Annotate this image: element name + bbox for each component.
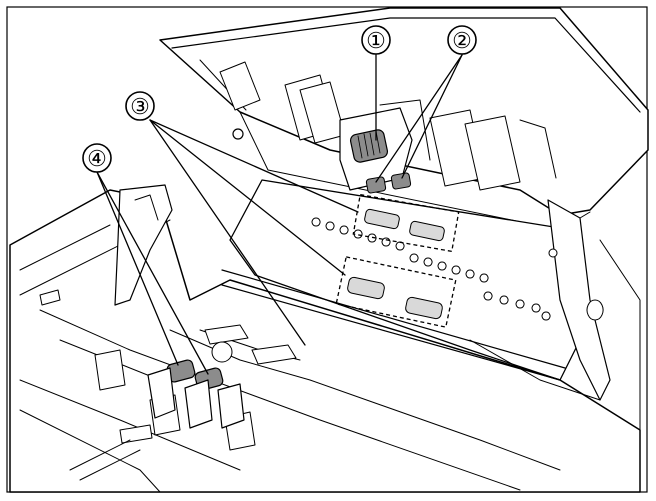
brake-rollers <box>147 359 245 429</box>
callout-4: ④ <box>82 143 112 173</box>
hinge-screw <box>232 128 244 140</box>
callout-4-label: ④ <box>87 146 107 171</box>
callout-2-label: ② <box>452 28 472 53</box>
callout-3-label: ③ <box>130 94 150 119</box>
separation-rollers <box>365 172 412 194</box>
feed-roller <box>349 129 389 163</box>
dashed-box-middle <box>335 256 457 328</box>
callout-2: ② <box>447 25 477 55</box>
leader-3b <box>149 119 346 276</box>
callout-1-label: ① <box>366 28 386 53</box>
leader-lines <box>96 54 463 375</box>
lower-body <box>9 184 641 493</box>
callout-3: ③ <box>125 91 155 121</box>
leader-2b <box>401 54 463 179</box>
separation-roller-right <box>390 172 412 190</box>
separation-roller-left <box>365 176 387 194</box>
bracket-screw <box>548 248 558 258</box>
ring-cutout <box>211 341 233 363</box>
leader-4b <box>96 171 209 375</box>
pad-middle-left <box>347 276 385 300</box>
back-plate <box>229 179 641 481</box>
pad-top-left <box>364 208 400 230</box>
dashed-box-top <box>352 193 460 253</box>
leader-3a <box>149 119 359 213</box>
leader-3c <box>149 119 306 346</box>
feed-roller-assembly <box>339 107 413 191</box>
leader-2a <box>375 54 463 183</box>
pad-middle-right <box>405 296 443 320</box>
open-lid <box>159 7 649 231</box>
leader-4a <box>96 171 179 366</box>
pad-top-right <box>409 220 445 242</box>
pin-row-upper <box>311 217 551 321</box>
callout-1: ① <box>361 25 391 55</box>
